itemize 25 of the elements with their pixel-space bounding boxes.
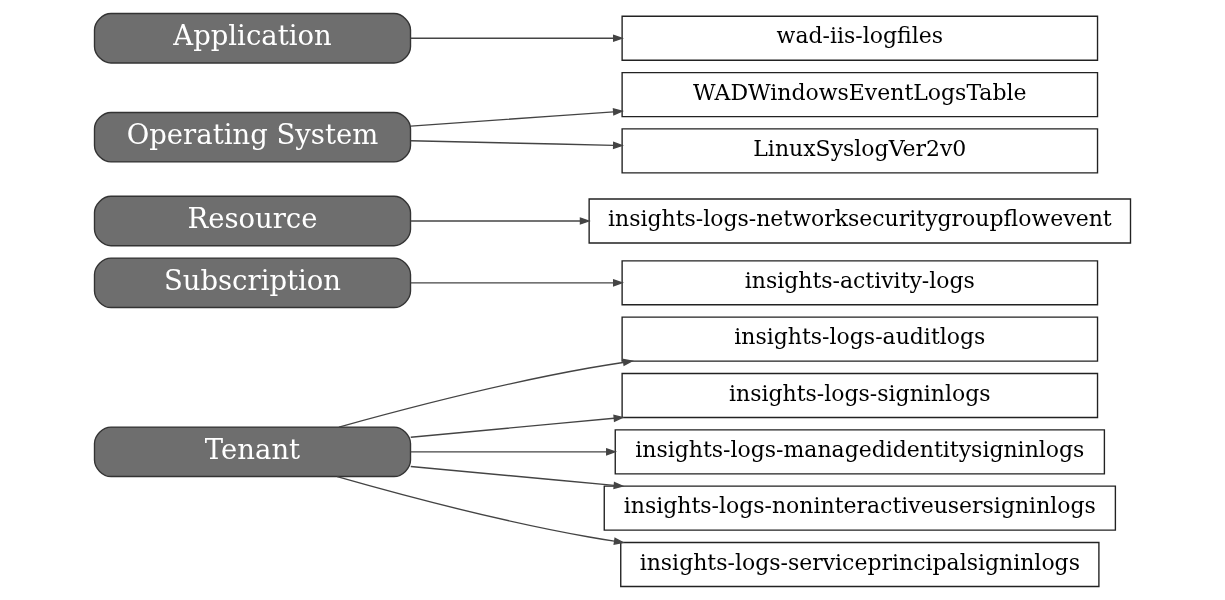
arrow (336, 475, 625, 545)
arrow (410, 465, 625, 490)
node-box: Subscription (93, 257, 412, 309)
node-box: Tenant (93, 426, 412, 478)
node-box: Application (93, 12, 412, 64)
arrow (410, 217, 591, 225)
arrow (410, 34, 624, 43)
node-box: WADWindowsEventLogsTable (621, 71, 1099, 118)
node-box: insights-logs-serviceprincipalsigninlogs (620, 541, 1100, 588)
node-box: insights-logs-signinlogs (621, 372, 1099, 419)
arrow (410, 278, 624, 287)
arrow (410, 414, 625, 438)
arrow (338, 358, 634, 428)
node-box: Operating System (93, 111, 412, 163)
node-box: LinuxSyslogVer2v0 (621, 128, 1099, 174)
node-box: insights-logs-auditlogs (621, 316, 1099, 362)
arrow (410, 108, 624, 127)
arrow (410, 447, 618, 456)
node-box: Resource (93, 195, 412, 247)
node-box: insights-logs-networksecuritygroupflowevent (588, 198, 1132, 244)
node-box: wad-iis-logfiles (621, 15, 1099, 61)
arrow (410, 140, 624, 150)
node-box: insights-logs-managedidentitysigninlogs (614, 429, 1106, 475)
node-box: insights-activity-logs (621, 260, 1099, 306)
node-box: insights-logs-noninteractiveusersigninlogs (603, 485, 1117, 531)
